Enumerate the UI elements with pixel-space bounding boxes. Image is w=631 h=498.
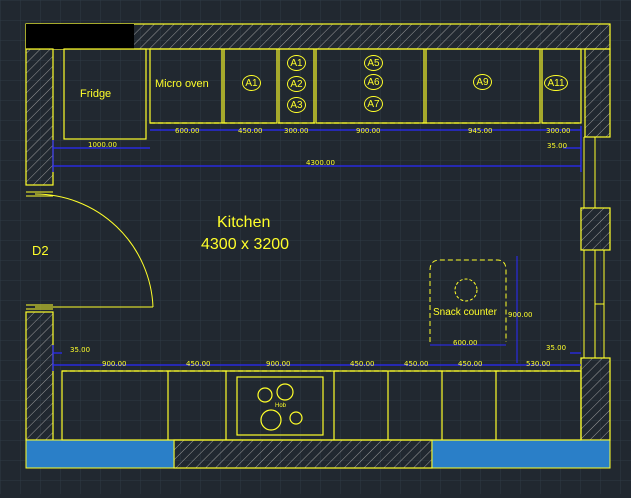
wall-top-black-block [26, 24, 134, 49]
wall-right-lower [580, 357, 611, 441]
wall-bottom-mid [173, 439, 433, 469]
dim-top-1000: 1000.00 [88, 141, 117, 149]
bottom-dimension-lines [52, 345, 581, 371]
wall-right-mid [580, 207, 611, 251]
dim-bottom-450a: 450.00 [186, 360, 211, 368]
cabinet-col3-badge-3: A7 [364, 96, 383, 112]
window-bottom-right [431, 439, 611, 469]
micro-oven-label: Micro oven [155, 78, 209, 90]
window-right [583, 136, 610, 358]
room-name: Kitchen [217, 214, 271, 231]
cabinet-a1-badge: A1 [242, 75, 261, 91]
bottom-cabinets [61, 370, 582, 441]
door-swing [26, 191, 154, 310]
dim-bottom-35-right: 35.00 [546, 344, 567, 352]
wall-left-upper [25, 48, 54, 186]
top-dimension-lines [52, 126, 582, 172]
hob-label: Hob [275, 403, 287, 409]
cabinet-a9-badge: A9 [473, 74, 492, 90]
dim-bottom-530: 530.00 [526, 360, 551, 368]
cabinet-col2-badge-2: A2 [287, 76, 306, 92]
door-label: D2 [32, 243, 49, 258]
dim-snack-depth: 900.00 [508, 311, 533, 319]
dim-top-450: 450.00 [238, 127, 263, 135]
window-bottom-left [25, 439, 175, 469]
dim-bottom-900b: 900.00 [266, 360, 291, 368]
snack-counter [429, 256, 518, 363]
cabinet-a11-badge: A11 [544, 75, 568, 91]
cabinet-col3-badge-1: A5 [364, 55, 383, 71]
dim-snack-width: 600.00 [453, 339, 478, 347]
cabinet-col2-badge-1: A1 [287, 55, 306, 71]
top-cabinets [63, 48, 582, 140]
dim-top-300b: 300.00 [546, 127, 571, 135]
dim-top-300: 300.00 [284, 127, 309, 135]
dim-top-900: 900.00 [356, 127, 381, 135]
dim-bottom-35-left: 35.00 [70, 346, 91, 354]
dim-bottom-450b: 450.00 [350, 360, 375, 368]
dim-top-600: 600.00 [175, 127, 200, 135]
dim-bottom-900a: 900.00 [102, 360, 127, 368]
dim-bottom-450c: 450.00 [404, 360, 429, 368]
walls [25, 23, 611, 469]
dim-top-945: 945.00 [468, 127, 493, 135]
wall-right-upper [584, 48, 611, 138]
dim-top-total: 4300.00 [306, 159, 335, 167]
dim-bottom-450d: 450.00 [458, 360, 483, 368]
cabinet-col2-badge-3: A3 [287, 97, 306, 113]
cabinet-col3-badge-2: A6 [364, 74, 383, 90]
room-size: 4300 x 3200 [201, 236, 290, 253]
wall-left-lower [25, 311, 54, 441]
snack-counter-label: Snack counter [433, 307, 497, 318]
dim-top-35: 35.00 [547, 142, 568, 150]
fridge-label: Fridge [80, 88, 112, 100]
